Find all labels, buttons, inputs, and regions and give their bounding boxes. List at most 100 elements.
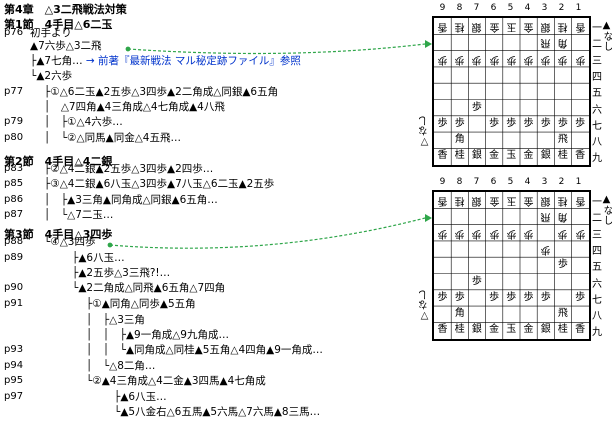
rank-label: 三 xyxy=(592,229,602,241)
shogi-piece: 金 xyxy=(489,195,500,206)
section-title: 第1節 4手目△6二玉 xyxy=(4,18,113,31)
sente-hand: ▲なし xyxy=(601,194,612,225)
page-number: p89 xyxy=(4,252,24,263)
shogi-piece: 金 xyxy=(523,21,534,32)
board-grid xyxy=(434,192,589,339)
shogi-piece: 銀 xyxy=(540,21,551,32)
variation-line: 初手より xyxy=(30,27,72,39)
page-number: p76 xyxy=(4,27,24,38)
shogi-piece: 銀 xyxy=(471,21,482,32)
rank-label: 四 xyxy=(592,71,602,83)
shogi-piece: 歩 xyxy=(557,53,568,65)
variation-line: ├▲7七角… → 前著『最新戦法 マル秘定跡ファイル』参照 xyxy=(30,55,301,67)
rank-label: 二 xyxy=(592,39,602,51)
variation-line: ├②△4二銀▲2五歩△3四歩▲2四歩… xyxy=(44,163,214,175)
rank-label: 六 xyxy=(592,278,602,290)
shogi-piece: 桂 xyxy=(454,195,465,206)
shogi-piece: 歩 xyxy=(471,227,482,239)
file-number: 9 xyxy=(439,3,446,13)
shogi-piece: 歩 xyxy=(454,291,465,303)
file-number: 8 xyxy=(456,3,463,13)
page-number: p80 xyxy=(4,132,24,143)
shogi-piece: 歩 xyxy=(523,53,534,65)
page-number: p87 xyxy=(4,209,24,220)
rank-label: 四 xyxy=(592,245,602,257)
shogi-piece: 桂 xyxy=(557,195,568,206)
page-number: p97 xyxy=(4,391,24,402)
shogi-piece: 金 xyxy=(489,150,500,162)
shogi-piece: 角 xyxy=(557,37,568,49)
rank-label: 六 xyxy=(592,104,602,116)
shogi-piece: 歩 xyxy=(540,243,551,255)
file-number: 5 xyxy=(507,3,514,13)
variation-line: └▲5八金右△6五馬▲5六馬△7六馬▲8三馬… xyxy=(114,406,321,418)
page-number: p93 xyxy=(4,344,24,355)
shogi-piece: 角 xyxy=(557,211,568,223)
shogi-piece: 歩 xyxy=(575,227,586,239)
variation-line: │ └△8二角… xyxy=(86,360,156,372)
variation-line: │ │ └▲同角成△同桂▲5五角△4四角▲9一角成… xyxy=(86,344,323,356)
variation-line: │ ├△3三角 xyxy=(86,314,145,326)
rank-label: 三 xyxy=(592,55,602,67)
shogi-piece: 歩 xyxy=(557,227,568,239)
page-number: p85 xyxy=(4,178,24,189)
shogi-piece: 飛 xyxy=(540,37,551,49)
rank-label: 九 xyxy=(592,153,602,165)
variation-line: ▲7六歩△3二飛 xyxy=(30,40,102,52)
shogi-piece: 歩 xyxy=(489,291,500,303)
shogi-piece: 桂 xyxy=(557,21,568,32)
variation-line: │ └②△同馬▲同金△4五飛… xyxy=(44,132,181,144)
shogi-piece: 香 xyxy=(437,150,448,162)
rank-label: 五 xyxy=(592,262,602,274)
shogi-piece: 香 xyxy=(437,195,448,206)
shogi-piece: 歩 xyxy=(540,53,551,65)
shogi-piece: 歩 xyxy=(489,227,500,239)
shogi-piece: 銀 xyxy=(540,150,551,162)
shogi-piece: 歩 xyxy=(471,275,482,287)
page-number: p77 xyxy=(4,86,24,97)
shogi-piece: 歩 xyxy=(437,291,448,303)
variation-line: ├▲6八玉… xyxy=(114,391,167,403)
shogi-piece: 角 xyxy=(454,134,465,146)
page-number: p79 xyxy=(4,116,24,127)
arrow-to-board-1 xyxy=(127,43,426,55)
file-number: 8 xyxy=(456,177,463,187)
shogi-piece: 香 xyxy=(575,21,586,32)
variation-line: └▲2二角成△同飛▲6五角△7四角 xyxy=(72,282,226,294)
variation-line: ├①▲同角△同歩▲5五角 xyxy=(86,298,196,310)
shogi-piece: 歩 xyxy=(557,117,568,129)
shogi-piece: 歩 xyxy=(454,117,465,129)
shogi-piece: 歩 xyxy=(523,117,534,129)
shogi-piece: 玉 xyxy=(506,324,517,336)
variation-line: ├▲6八玉… xyxy=(72,252,125,264)
file-number: 9 xyxy=(439,177,446,187)
rank-label: 一 xyxy=(592,23,602,34)
shogi-piece: 金 xyxy=(489,21,500,32)
shogi-piece: 香 xyxy=(575,150,586,162)
gote-hand: ▽なし xyxy=(419,116,430,147)
shogi-piece: 歩 xyxy=(471,101,482,113)
shogi-piece: 飛 xyxy=(557,134,568,146)
shogi-piece: 香 xyxy=(437,21,448,32)
reference-link[interactable]: → 前著『最新戦法 マル秘定跡ファイル』参照 xyxy=(82,55,301,67)
file-number: 1 xyxy=(575,3,582,13)
variation-line: ├①△6二玉▲2五歩△3四歩▲2二角成△同銀▲6五角 xyxy=(44,86,279,98)
shogi-piece: 銀 xyxy=(471,150,482,162)
page-number: p94 xyxy=(4,360,24,371)
shogi-piece: 歩 xyxy=(506,53,517,65)
shogi-piece: 歩 xyxy=(454,53,465,65)
shogi-piece: 玉 xyxy=(506,195,517,206)
shogi-piece: 銀 xyxy=(471,324,482,336)
file-number: 2 xyxy=(558,3,565,13)
variation-line: │ △7四角▲4三角成△4七角成▲4八飛 xyxy=(44,101,225,113)
shogi-piece: 桂 xyxy=(557,150,568,162)
shogi-piece: 歩 xyxy=(506,227,517,239)
shogi-piece: 銀 xyxy=(540,195,551,206)
shogi-piece: 歩 xyxy=(489,117,500,129)
shogi-piece: 金 xyxy=(489,324,500,336)
shogi-piece: 歩 xyxy=(437,117,448,129)
shogi-piece: 桂 xyxy=(454,324,465,336)
variation-line: │ │ ├▲9一角成△9九角成… xyxy=(86,329,229,341)
shogi-piece: 歩 xyxy=(557,259,568,271)
